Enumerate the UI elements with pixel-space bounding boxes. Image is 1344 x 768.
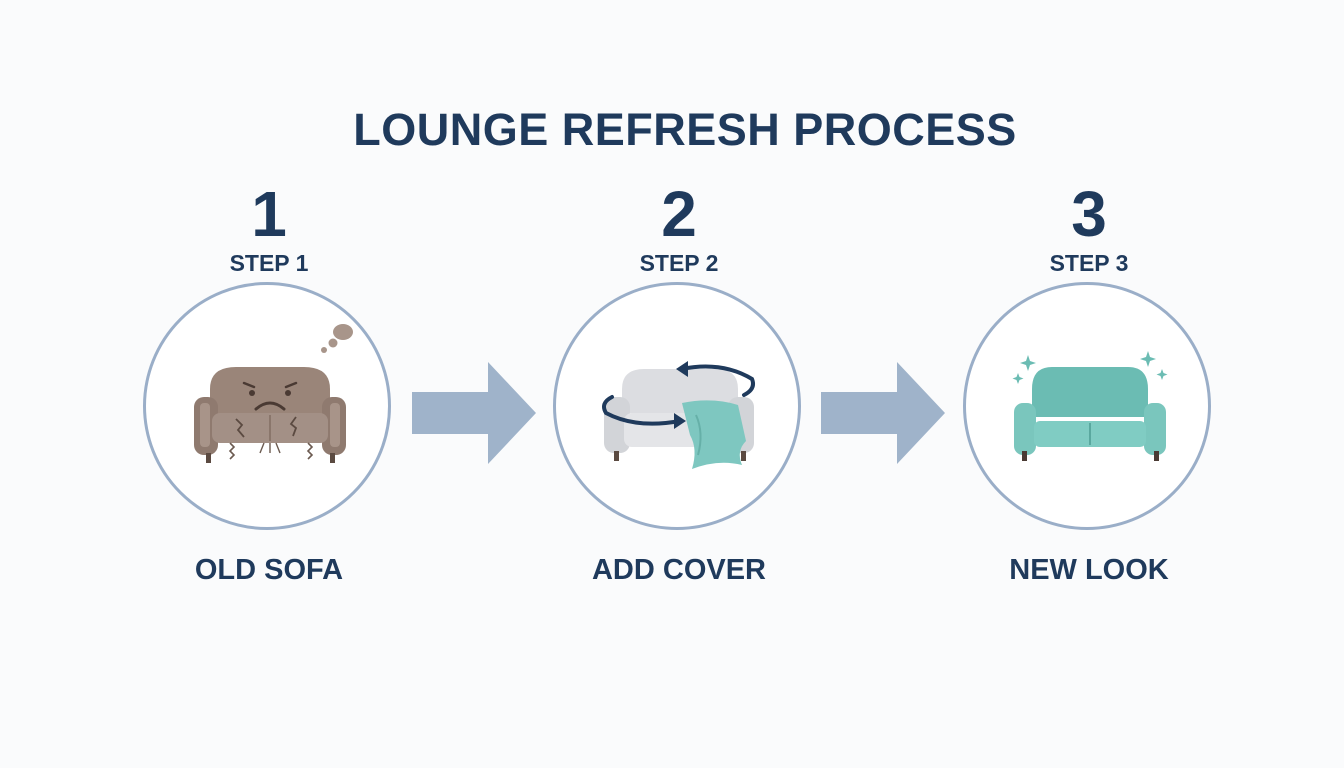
step-circle bbox=[963, 282, 1211, 530]
step-label: STEP 1 bbox=[229, 250, 309, 276]
step-caption: ADD COVER bbox=[591, 554, 766, 586]
worn-sad-sofa-icon bbox=[194, 324, 353, 463]
right-arrow-icon bbox=[821, 362, 945, 464]
step-caption: OLD SOFA bbox=[194, 554, 344, 586]
step-circle bbox=[143, 282, 391, 530]
step-caption: NEW LOOK bbox=[1009, 554, 1169, 586]
step-3: 3 STEP 3 NEW LOOK bbox=[959, 178, 1219, 586]
step-label: STEP 2 bbox=[639, 250, 719, 276]
step-2: 2 STEP 2 ADD COVER bbox=[549, 178, 809, 586]
sparkling-new-sofa-icon bbox=[1012, 351, 1168, 461]
diagram-title: LOUNGE REFRESH PROCESS bbox=[353, 104, 1017, 155]
step-number: 3 bbox=[1071, 178, 1107, 250]
step-1: 1 STEP 1 bbox=[139, 178, 399, 586]
step-number: 1 bbox=[251, 178, 287, 250]
right-arrow-icon bbox=[412, 362, 536, 464]
sofa-cover-swap-icon bbox=[602, 361, 755, 469]
step-label: STEP 3 bbox=[1049, 250, 1129, 276]
step-circle bbox=[553, 282, 801, 530]
step-number: 2 bbox=[661, 178, 697, 250]
